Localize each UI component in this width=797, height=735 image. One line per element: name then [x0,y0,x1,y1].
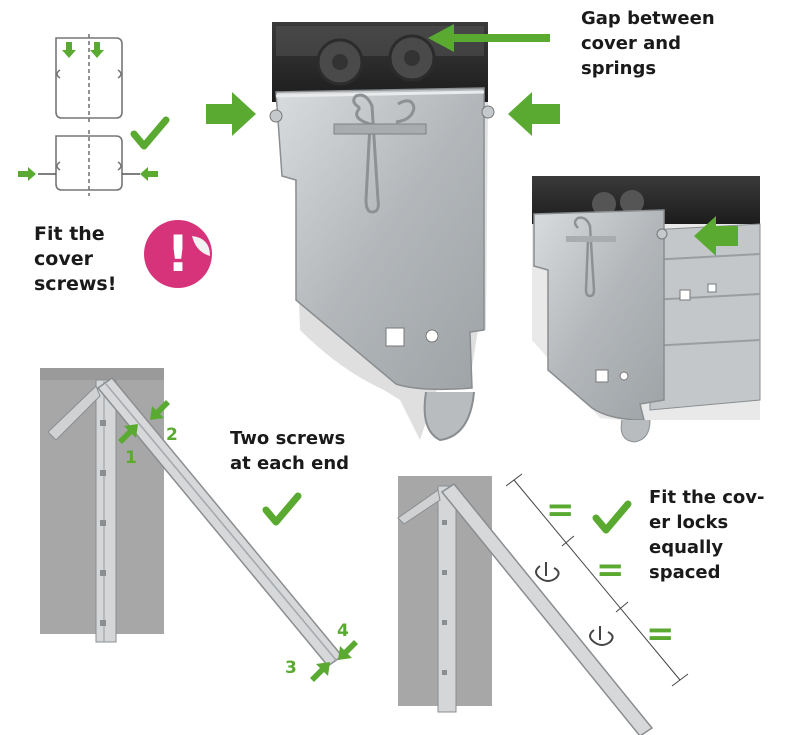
step-number-2: 2 [166,425,178,445]
equal-sign-1: = [546,490,575,530]
gap-label: Gap between cover and springs [581,8,715,79]
step-number-1: 1 [125,448,137,468]
arrow-icon [18,167,158,181]
fit-screws-label: Fit the cover screws! [34,223,117,295]
two-screws-label: Two screws at each end [230,428,350,474]
fit-locks-label: Fit the cov- er locks equally spaced [649,487,765,583]
equal-sign-2: = [596,550,625,590]
arrow-icon [62,42,104,58]
rail-diagram-right [397,473,689,735]
checkmark-icon [592,500,632,534]
arrow-icon [694,216,738,256]
step-number-3: 3 [285,658,297,678]
warning-symbol: ! [166,225,190,283]
arrow-icon [206,24,560,136]
section-diagram-top [55,34,123,122]
step-number-4: 4 [337,621,349,641]
section-diagram-bottom [38,130,140,196]
warning-icon [144,220,212,288]
equal-sign-3: = [646,614,675,654]
spring-box-photo [269,22,495,442]
checkmark-icon [130,116,170,150]
installed-cover-photo [532,176,761,443]
checkmark-icon [262,492,302,526]
cover-lock-icon [535,562,614,646]
rail-diagram-left [40,368,344,668]
arrow-icon [118,400,358,682]
